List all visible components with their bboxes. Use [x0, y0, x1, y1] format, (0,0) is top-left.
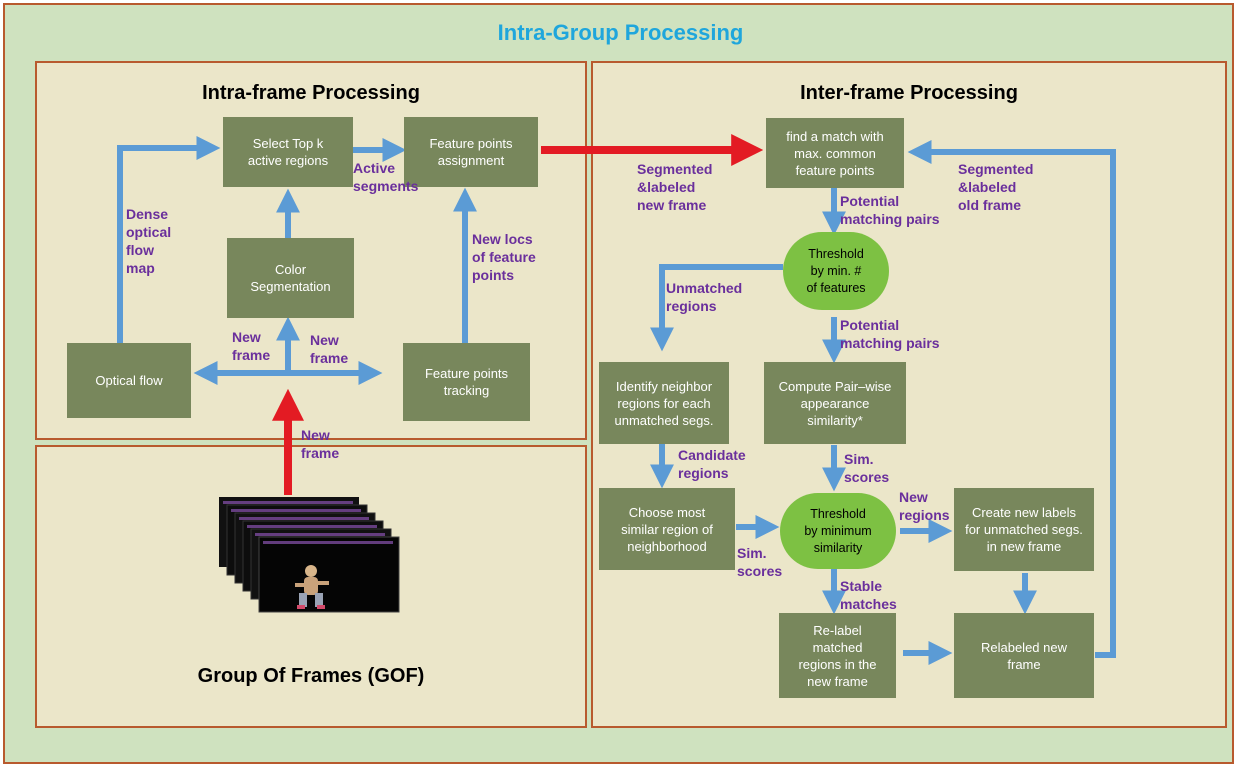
label-dense-flow: Dense optical flow map [126, 206, 172, 276]
threshold-features-oval: Threshold by min. # of features [783, 232, 889, 310]
label-segmented-old: Segmented &labeled old frame [958, 161, 1034, 213]
label-new-locs: New locs of feature points [472, 231, 536, 283]
main-title: Intra-Group Processing [497, 20, 744, 45]
arrow-unmatched [650, 264, 783, 352]
inter-frame-title: Inter-frame Processing [800, 82, 1018, 104]
label-sim-scores-2: Sim. scores [737, 545, 783, 579]
create-labels-box: Create new labels for unmatched segs. in… [954, 488, 1094, 571]
choose-similar-box: Choose most similar region of neighborho… [599, 488, 735, 570]
label-candidate-regions: Candidate regions [678, 447, 746, 481]
feature-assignment-box: Feature points assignment [404, 117, 538, 187]
label-stable-matches: Stable matches [840, 578, 897, 612]
label-new-frame-right: New frame [310, 332, 349, 366]
relabel-matched-box: Re-label matched regions in the new fram… [779, 613, 896, 698]
label-new-frame-bottom: New frame [301, 427, 340, 461]
compute-similarity-box: Compute Pair–wise appearance similarity* [764, 362, 906, 444]
label-potential-pairs-2: Potential matching pairs [840, 317, 940, 351]
feature-tracking-box: Feature points tracking [403, 343, 530, 421]
identify-neighbor-box: Identify neighbor regions for each unmat… [599, 362, 729, 444]
threshold-similarity-oval: Threshold by minimum similarity [780, 493, 896, 569]
label-sim-scores-1: Sim. scores [844, 451, 890, 485]
label-active-segments: Active segments [353, 160, 419, 194]
label-new-frame-left: New frame [232, 329, 271, 363]
label-potential-pairs-1: Potential matching pairs [840, 193, 940, 227]
intra-frame-title: Intra-frame Processing [202, 82, 420, 104]
gof-title: Group Of Frames (GOF) [197, 665, 425, 687]
label-segmented-new: Segmented &labeled new frame [637, 161, 713, 213]
select-top-k-box: Select Top k active regions [223, 117, 353, 187]
dancer-figure-icon [295, 565, 329, 609]
group-of-frames-image [219, 497, 400, 613]
label-new-regions: New regions [899, 489, 950, 523]
find-match-box: find a match with max. common feature po… [766, 118, 904, 188]
color-segmentation-box: Color Segmentation [227, 238, 354, 318]
label-unmatched-regions: Unmatched regions [666, 280, 743, 314]
optical-flow-box: Optical flow [67, 343, 191, 418]
arrow-dense-flow [117, 136, 221, 343]
relabeled-frame-box: Relabeled new frame [954, 613, 1094, 698]
arrow-feedback-old-frame [907, 140, 1116, 658]
